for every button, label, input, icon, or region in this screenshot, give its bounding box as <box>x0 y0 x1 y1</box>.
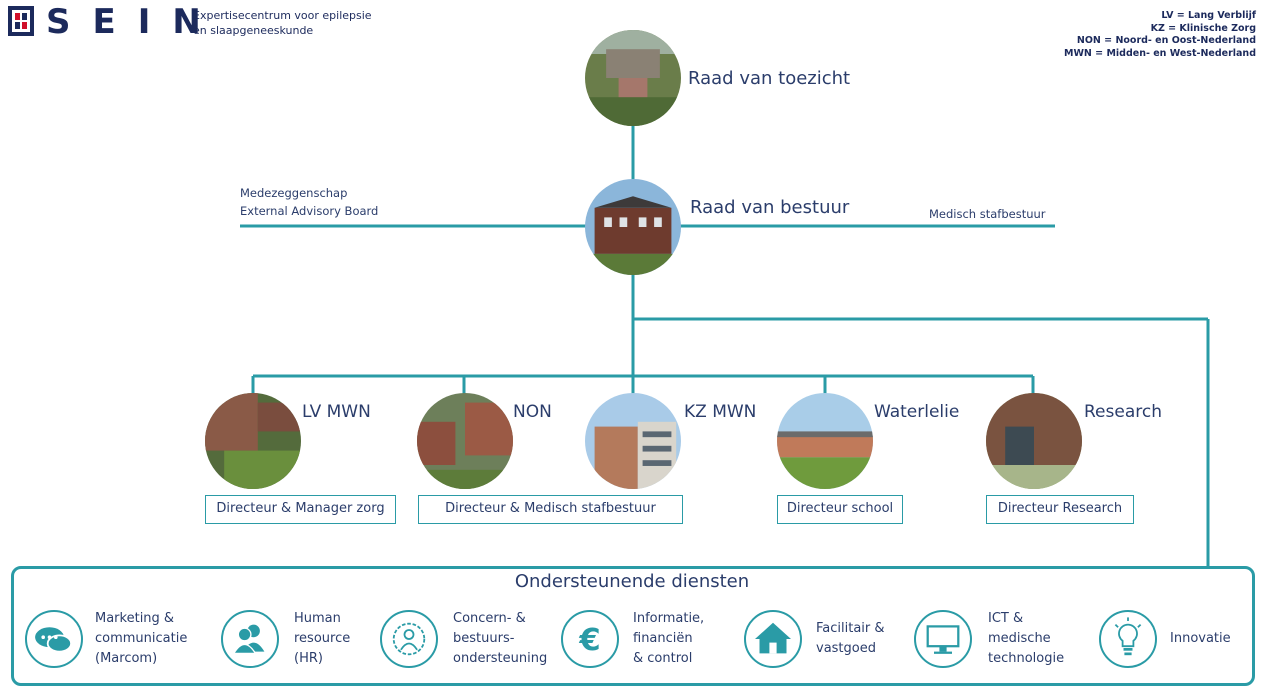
participation-label: Medezeggenschap External Advisory Board <box>240 184 378 220</box>
legend-item: MWN = Midden- en West-Nederland <box>1063 47 1256 59</box>
service-line: ICT & <box>988 611 1024 626</box>
abbreviation-legend: LV = Lang Verblijf KZ = Klinische Zorg N… <box>1064 10 1256 60</box>
supervisory-board-label: Raad van toezicht <box>688 68 851 89</box>
service-line: Marketing & <box>95 611 175 626</box>
people-icon <box>221 610 279 668</box>
director-box-research: Directeur Research <box>986 495 1134 524</box>
service-line: communicatie <box>95 631 188 646</box>
service-line: resource <box>294 631 351 646</box>
service-label-facilities: Facilitair & vastgoed <box>816 619 885 659</box>
supervisory-board-photo <box>585 30 681 126</box>
support-services-panel <box>11 566 1255 686</box>
legend-item: LV = Lang Verblijf <box>1161 10 1256 21</box>
chat-bubbles-icon <box>25 610 83 668</box>
house-icon <box>744 610 802 668</box>
tagline-line-2: en slaapgeneeskunde <box>193 24 314 37</box>
unit-photo-waterlelie <box>777 393 873 489</box>
service-label-hr: Human resource (HR) <box>294 609 350 669</box>
medical-staff-board-label: Medisch stafbestuur <box>929 207 1046 221</box>
gear-person-icon <box>380 610 438 668</box>
service-line: financiën <box>633 631 693 646</box>
service-label-concern: Concern- & bestuurs- ondersteuning <box>453 609 547 669</box>
unit-photo-lv-mwn <box>205 393 301 489</box>
service-label-marcom: Marketing & communicatie (Marcom) <box>95 609 187 669</box>
svg-text:€: € <box>578 623 600 658</box>
participation-line-2: External Advisory Board <box>240 204 379 218</box>
unit-label-lv-mwn: LV MWN <box>302 402 371 422</box>
service-line: ondersteuning <box>453 651 548 666</box>
service-line: Innovatie <box>1170 631 1231 646</box>
unit-photo-non <box>417 393 513 489</box>
director-box-waterlelie: Directeur school <box>777 495 903 524</box>
service-label-finance: Informatie, financiën & control <box>633 609 704 669</box>
service-line: (HR) <box>294 651 323 666</box>
sein-logo-mark <box>8 6 34 36</box>
service-line: Facilitair & <box>816 621 885 636</box>
unit-photo-research <box>986 393 1082 489</box>
unit-photo-kz-mwn <box>585 393 681 489</box>
sein-wordmark: SEIN <box>46 2 223 42</box>
executive-board-photo <box>585 179 681 275</box>
service-label-ict: ICT & medische technologie <box>988 609 1064 669</box>
lightbulb-icon <box>1099 610 1157 668</box>
service-line: Informatie, <box>633 611 705 626</box>
director-box-non: Directeur & Medisch stafbestuur <box>418 495 683 524</box>
service-line: (Marcom) <box>95 651 158 666</box>
service-line: Human <box>294 611 341 626</box>
service-line: technologie <box>988 651 1065 666</box>
legend-item: NON = Noord- en Oost-Nederland <box>1076 35 1256 46</box>
logo-tagline: Expertisecentrum voor epilepsie en slaap… <box>193 8 372 38</box>
monitor-icon <box>914 610 972 668</box>
unit-label-waterlelie: Waterlelie <box>874 402 960 422</box>
tagline-line-1: Expertisecentrum voor epilepsie <box>193 9 372 22</box>
legend-item: KZ = Klinische Zorg <box>1150 22 1256 34</box>
service-label-innovation: Innovatie <box>1170 629 1231 649</box>
service-line: medische <box>988 631 1051 646</box>
support-services-title: Ondersteunende diensten <box>514 571 750 592</box>
euro-icon: € <box>561 610 619 668</box>
director-box-lv-mwn: Directeur & Manager zorg <box>205 495 396 524</box>
service-line: & control <box>633 651 693 666</box>
participation-line-1: Medezeggenschap <box>240 186 348 200</box>
service-line: bestuurs- <box>453 631 515 646</box>
unit-label-kz-mwn: KZ MWN <box>684 402 757 422</box>
unit-label-research: Research <box>1084 402 1162 422</box>
executive-board-label: Raad van bestuur <box>690 197 850 218</box>
service-line: Concern- & <box>453 611 526 626</box>
service-line: vastgoed <box>816 641 876 656</box>
unit-label-non: NON <box>513 402 552 422</box>
